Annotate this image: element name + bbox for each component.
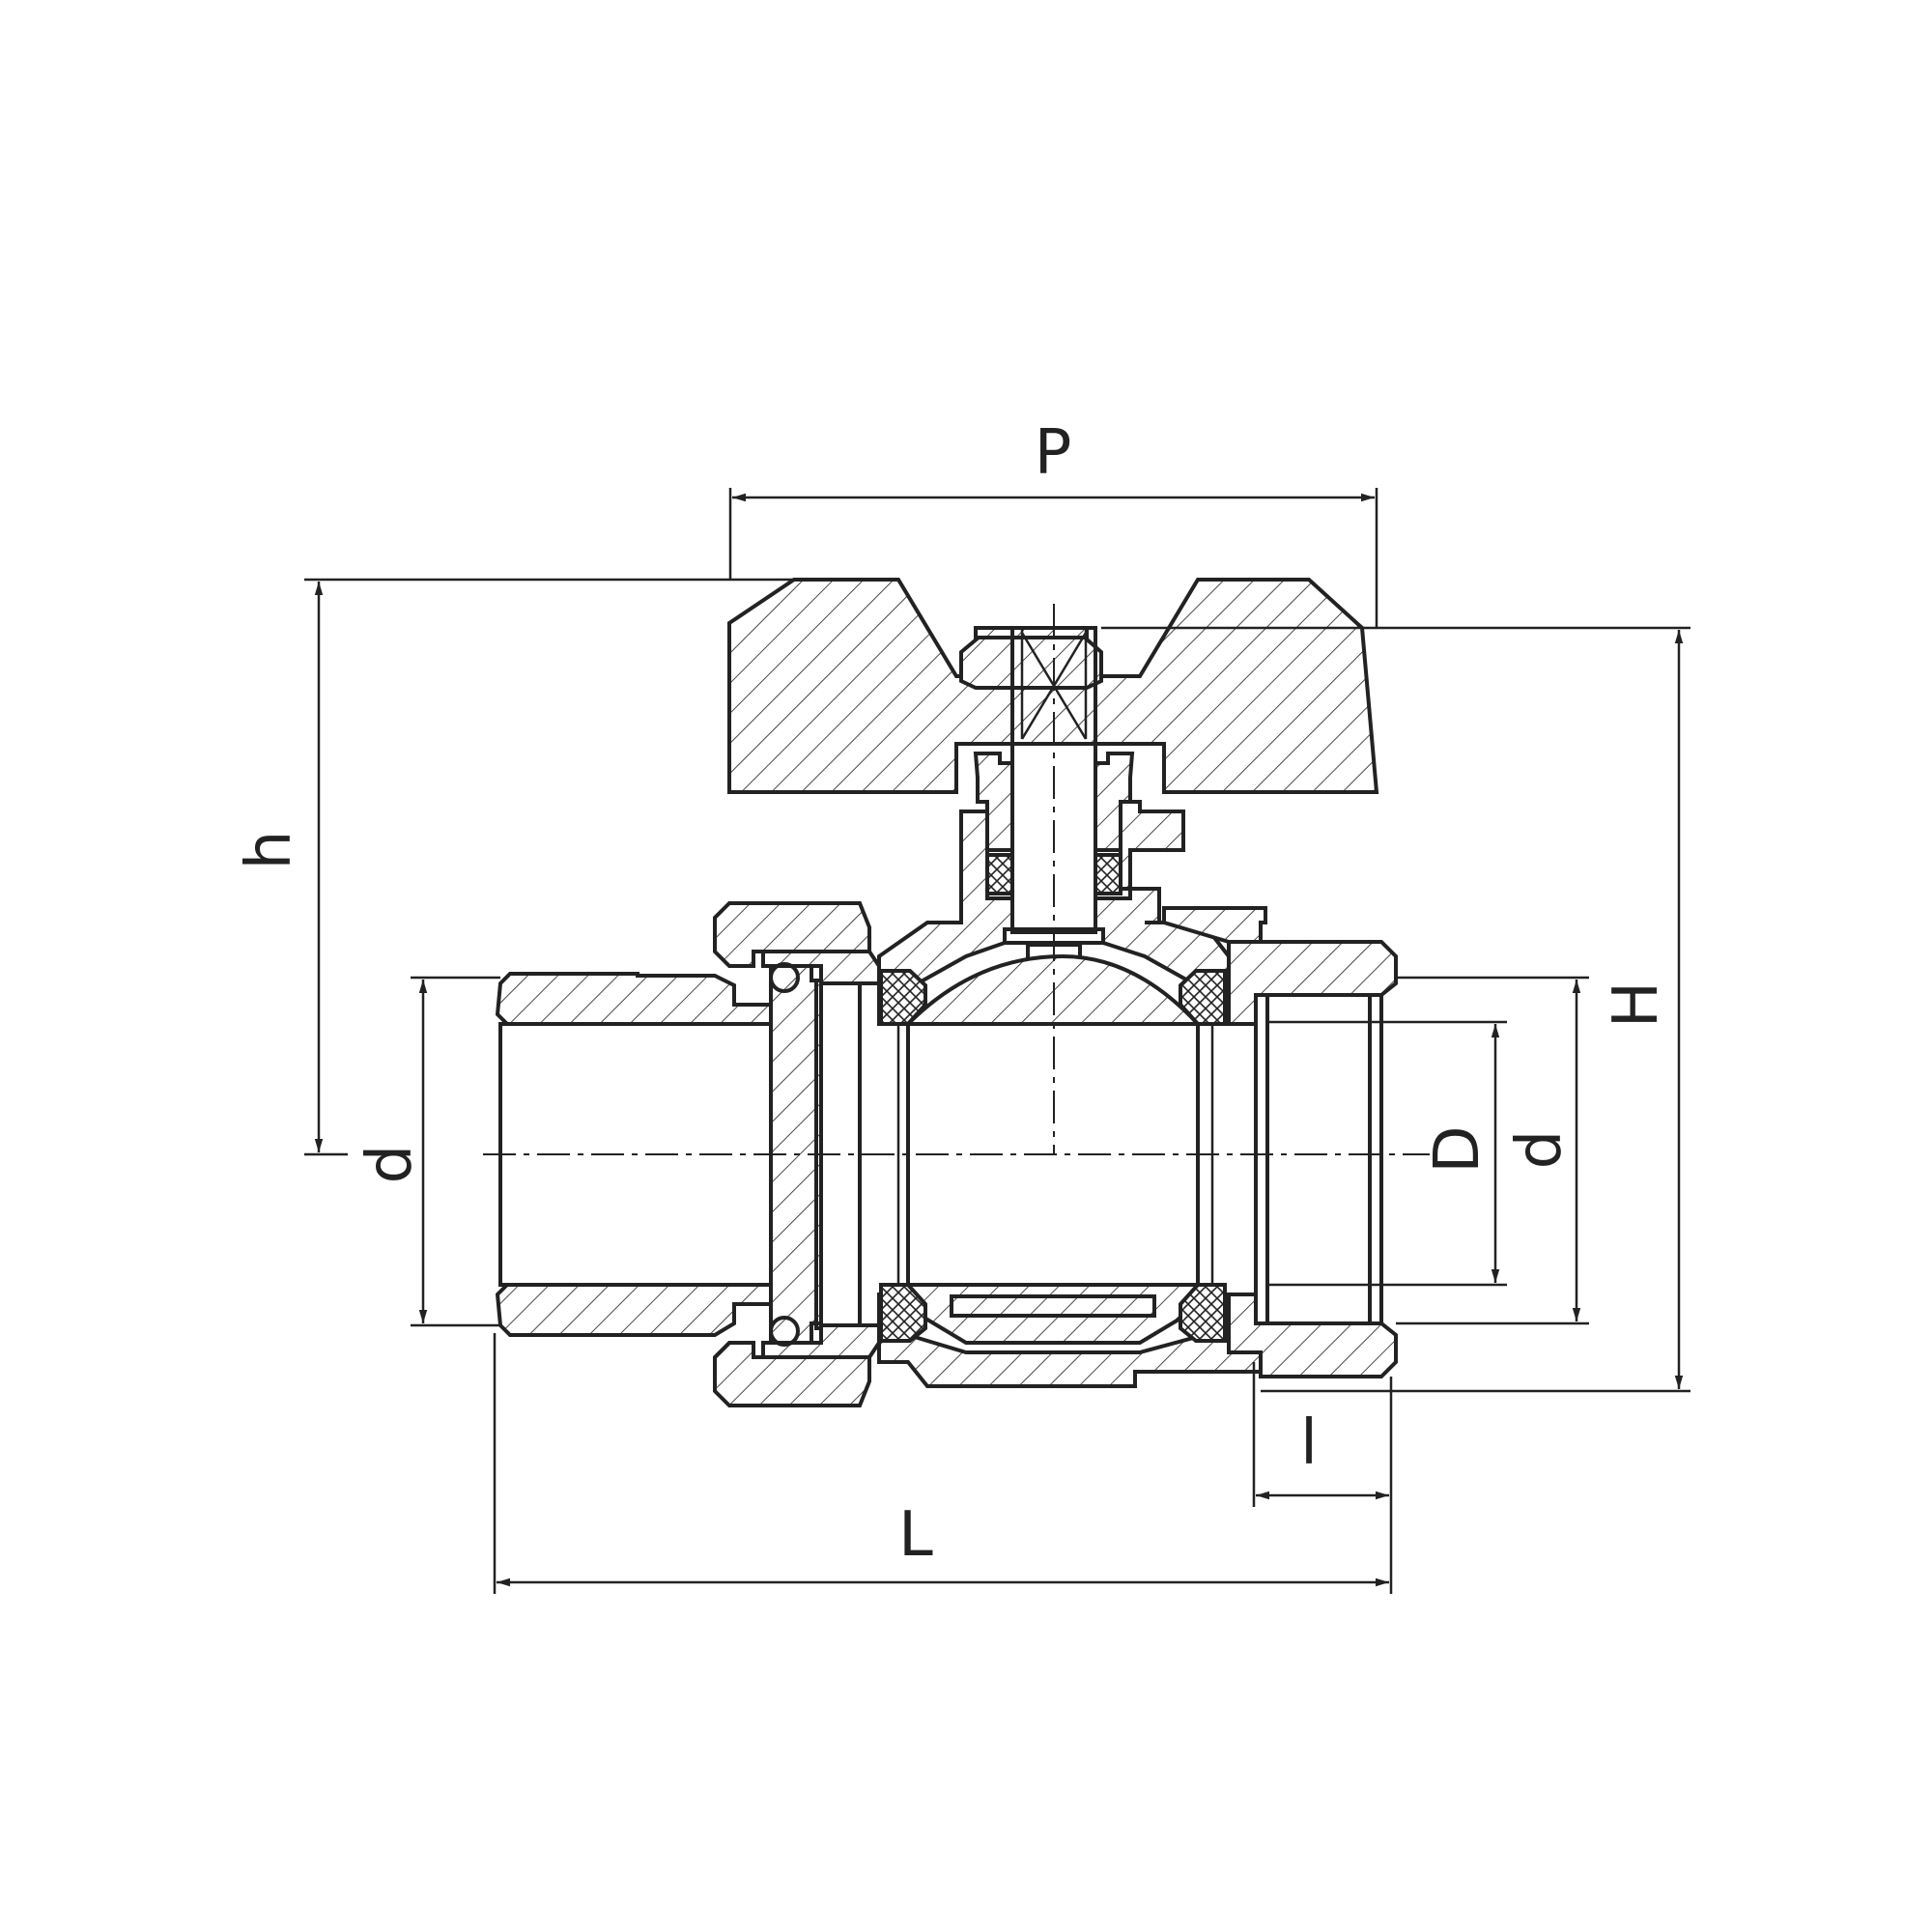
label-P: P (1035, 417, 1072, 489)
gland-nut (973, 752, 1185, 895)
label-d-right: d (1504, 1130, 1576, 1170)
label-L: L (898, 1499, 933, 1571)
dimension-labels: P h H d D d l L (234, 417, 1672, 1571)
dimension-lines (304, 488, 1690, 1594)
label-D: D (1422, 1125, 1493, 1173)
ball (896, 953, 1214, 1345)
label-h: h (234, 831, 305, 870)
label-H: H (1601, 981, 1672, 1028)
center-lines (483, 604, 1430, 1155)
union-tailpiece (495, 901, 881, 1407)
label-d-left: d (355, 1145, 426, 1184)
label-l: l (1300, 1407, 1318, 1479)
